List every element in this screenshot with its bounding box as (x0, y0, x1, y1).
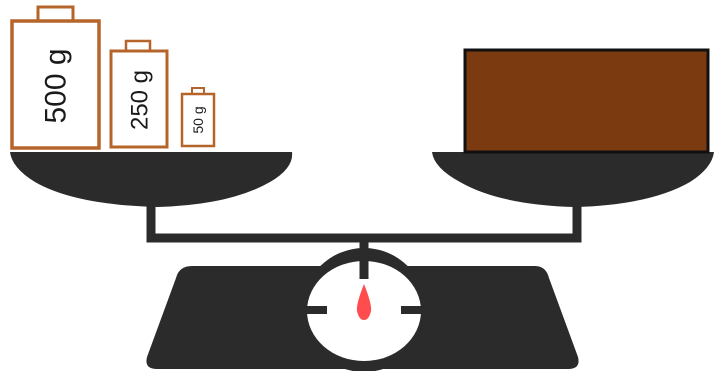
weight-500g: 500 g (12, 7, 99, 148)
weight-500g-label: 500 g (40, 48, 73, 123)
weight-50g: 50 g (182, 88, 214, 146)
weight-250g: 250 g (111, 41, 167, 147)
right-pan (432, 152, 714, 207)
left-pan (10, 152, 292, 207)
brown-block (465, 50, 708, 152)
scale-beam (151, 205, 577, 238)
weight-500g-handle (38, 7, 73, 21)
weighing-dial (302, 248, 426, 371)
weight-50g-label: 50 g (190, 106, 206, 133)
weight-250g-label: 250 g (127, 70, 154, 130)
